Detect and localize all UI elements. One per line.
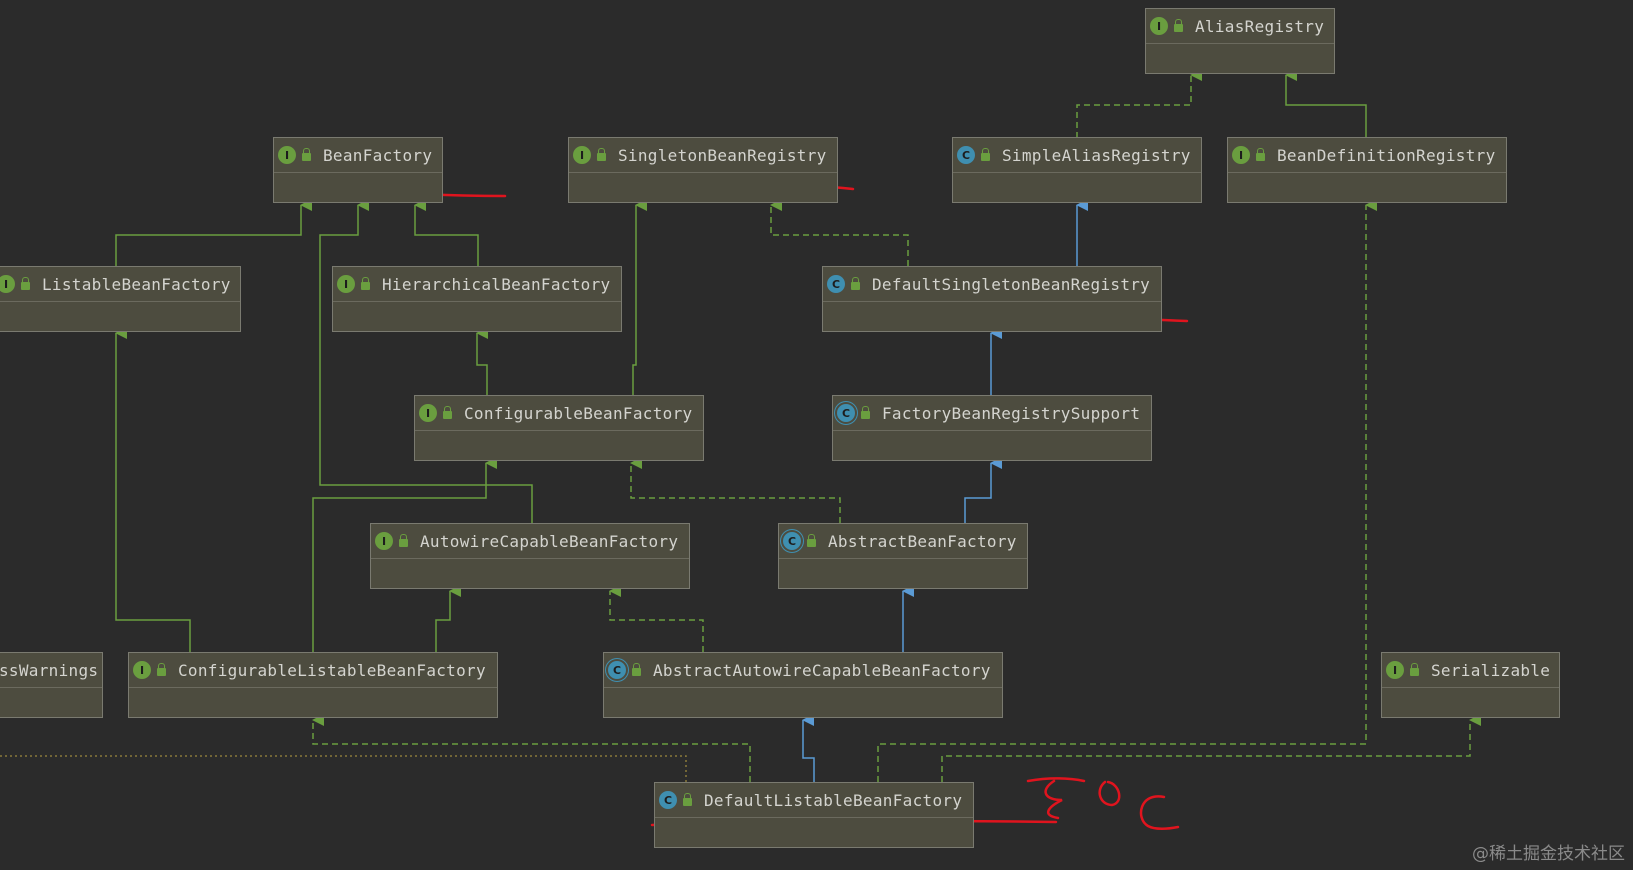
interface-icon: I [573, 146, 591, 164]
edge-dlbf-suppresswarnings [0, 755, 687, 782]
class-name: SingletonBeanRegistry [618, 145, 827, 165]
interface-icon: I [1150, 17, 1168, 35]
class-node-aliasregistry[interactable]: I AliasRegistry [1145, 8, 1335, 74]
class-name: AliasRegistry [1195, 16, 1325, 36]
public-lock-icon [399, 534, 408, 547]
class-name: BeanDefinitionRegistry [1277, 145, 1496, 165]
class-node-abstractbeanfactory[interactable]: C AbstractBeanFactory [778, 523, 1028, 589]
edge-configlistable-configurable [312, 457, 497, 652]
edge-autowire-beanfactory [319, 199, 533, 523]
class-node-serializable[interactable]: I Serializable [1381, 652, 1560, 718]
class-name: AbstractBeanFactory [828, 531, 1017, 551]
class-node-defaultsingletonbeanregistry[interactable]: C DefaultSingletonBeanRegistry [822, 266, 1162, 332]
public-lock-icon [861, 406, 870, 419]
public-lock-icon [683, 793, 692, 806]
class-name: ssWarnings [0, 660, 99, 680]
class-node-suppresswarnings[interactable]: ssWarnings [0, 652, 103, 718]
edge-hierarchical-beanfactory [414, 199, 479, 266]
interface-icon: I [1232, 146, 1250, 164]
edge-abstractautowire-autowire [609, 585, 704, 652]
edge-simplealias-aliasregistry [1076, 69, 1202, 138]
class-name: AbstractAutowireCapableBeanFactory [653, 660, 991, 680]
public-lock-icon [361, 277, 370, 290]
class-icon: C [659, 791, 677, 809]
edge-abstractbf-factorysupport [964, 457, 1002, 523]
interface-icon: I [375, 532, 393, 550]
edge-listable-beanfactory [115, 199, 312, 266]
class-name: ConfigurableListableBeanFactory [178, 660, 486, 680]
class-node-abstractautowirecapablebeanfactory[interactable]: C AbstractAutowireCapableBeanFactory [603, 652, 1003, 718]
class-name: SimpleAliasRegistry [1002, 145, 1191, 165]
class-icon: C [957, 146, 975, 164]
interface-icon: I [1386, 661, 1404, 679]
edge-dlbf-abstractautowire [802, 714, 815, 782]
class-name: ConfigurableBeanFactory [464, 403, 693, 423]
class-node-beandefinitionregistry[interactable]: I BeanDefinitionRegistry [1227, 137, 1507, 203]
public-lock-icon [597, 148, 606, 161]
edge-dlbf-configlistable [312, 714, 751, 782]
edge-defaultsingleton-singletonregistry [770, 199, 909, 266]
class-node-factorybeanregistrysupport[interactable]: C FactoryBeanRegistrySupport [832, 395, 1152, 461]
public-lock-icon [851, 277, 860, 290]
public-lock-icon [302, 148, 311, 161]
public-lock-icon [443, 406, 452, 419]
edge-dlbf-serializable [941, 714, 1481, 782]
public-lock-icon [21, 277, 30, 290]
class-node-singletonbeanregistry[interactable]: I SingletonBeanRegistry [568, 137, 838, 203]
public-lock-icon [1256, 148, 1265, 161]
class-name: DefaultListableBeanFactory [704, 790, 963, 810]
class-node-hierarchicalbeanfactory[interactable]: I HierarchicalBeanFactory [332, 266, 622, 332]
class-name: FactoryBeanRegistrySupport [882, 403, 1141, 423]
public-lock-icon [632, 663, 641, 676]
class-name: BeanFactory [323, 145, 433, 165]
public-lock-icon [807, 534, 816, 547]
interface-icon: I [278, 146, 296, 164]
class-name: AutowireCapableBeanFactory [420, 531, 679, 551]
public-lock-icon [1410, 663, 1419, 676]
scribble-ioc-o [1098, 780, 1121, 807]
edge-configurable-hierarchical [476, 327, 488, 395]
class-name: Serializable [1431, 660, 1551, 680]
watermark: @稀土掘金技术社区 [1472, 844, 1625, 864]
class-name: DefaultSingletonBeanRegistry [872, 274, 1151, 294]
interface-icon: I [337, 275, 355, 293]
scribble-ioc-i [1026, 777, 1086, 820]
edge-configurable-singletonregistry [632, 199, 647, 395]
interface-icon: I [419, 404, 437, 422]
edge-dlbf-beandefregistry [877, 199, 1377, 782]
edge-configlistable-autowire [435, 585, 461, 652]
scribble-ioc-c [1139, 795, 1180, 830]
class-node-beanfactory[interactable]: I BeanFactory [273, 137, 443, 203]
abstract-class-icon: C [783, 532, 801, 550]
class-name: ListableBeanFactory [42, 274, 231, 294]
public-lock-icon [157, 663, 166, 676]
interface-icon: I [0, 275, 15, 293]
abstract-class-icon: C [608, 661, 626, 679]
class-node-configurablebeanfactory[interactable]: I ConfigurableBeanFactory [414, 395, 704, 461]
class-node-defaultlistablebeanfactory[interactable]: C DefaultListableBeanFactory [654, 782, 974, 848]
edge-abstractbf-configurable [630, 457, 841, 523]
class-node-listablebeanfactory[interactable]: I ListableBeanFactory [0, 266, 241, 332]
class-icon: C [827, 275, 845, 293]
class-node-simplealiasregistry[interactable]: C SimpleAliasRegistry [952, 137, 1202, 203]
class-node-configurablelistablebeanfactory[interactable]: I ConfigurableListableBeanFactory [128, 652, 498, 718]
abstract-class-icon: C [837, 404, 855, 422]
public-lock-icon [1174, 19, 1183, 32]
interface-icon: I [133, 661, 151, 679]
edge-beandefregistry-aliasregistry [1285, 69, 1367, 138]
class-node-autowirecapablebeanfactory[interactable]: I AutowireCapableBeanFactory [370, 523, 690, 589]
edge-configlistable-listable [115, 327, 191, 652]
class-name: HierarchicalBeanFactory [382, 274, 611, 294]
public-lock-icon [981, 148, 990, 161]
